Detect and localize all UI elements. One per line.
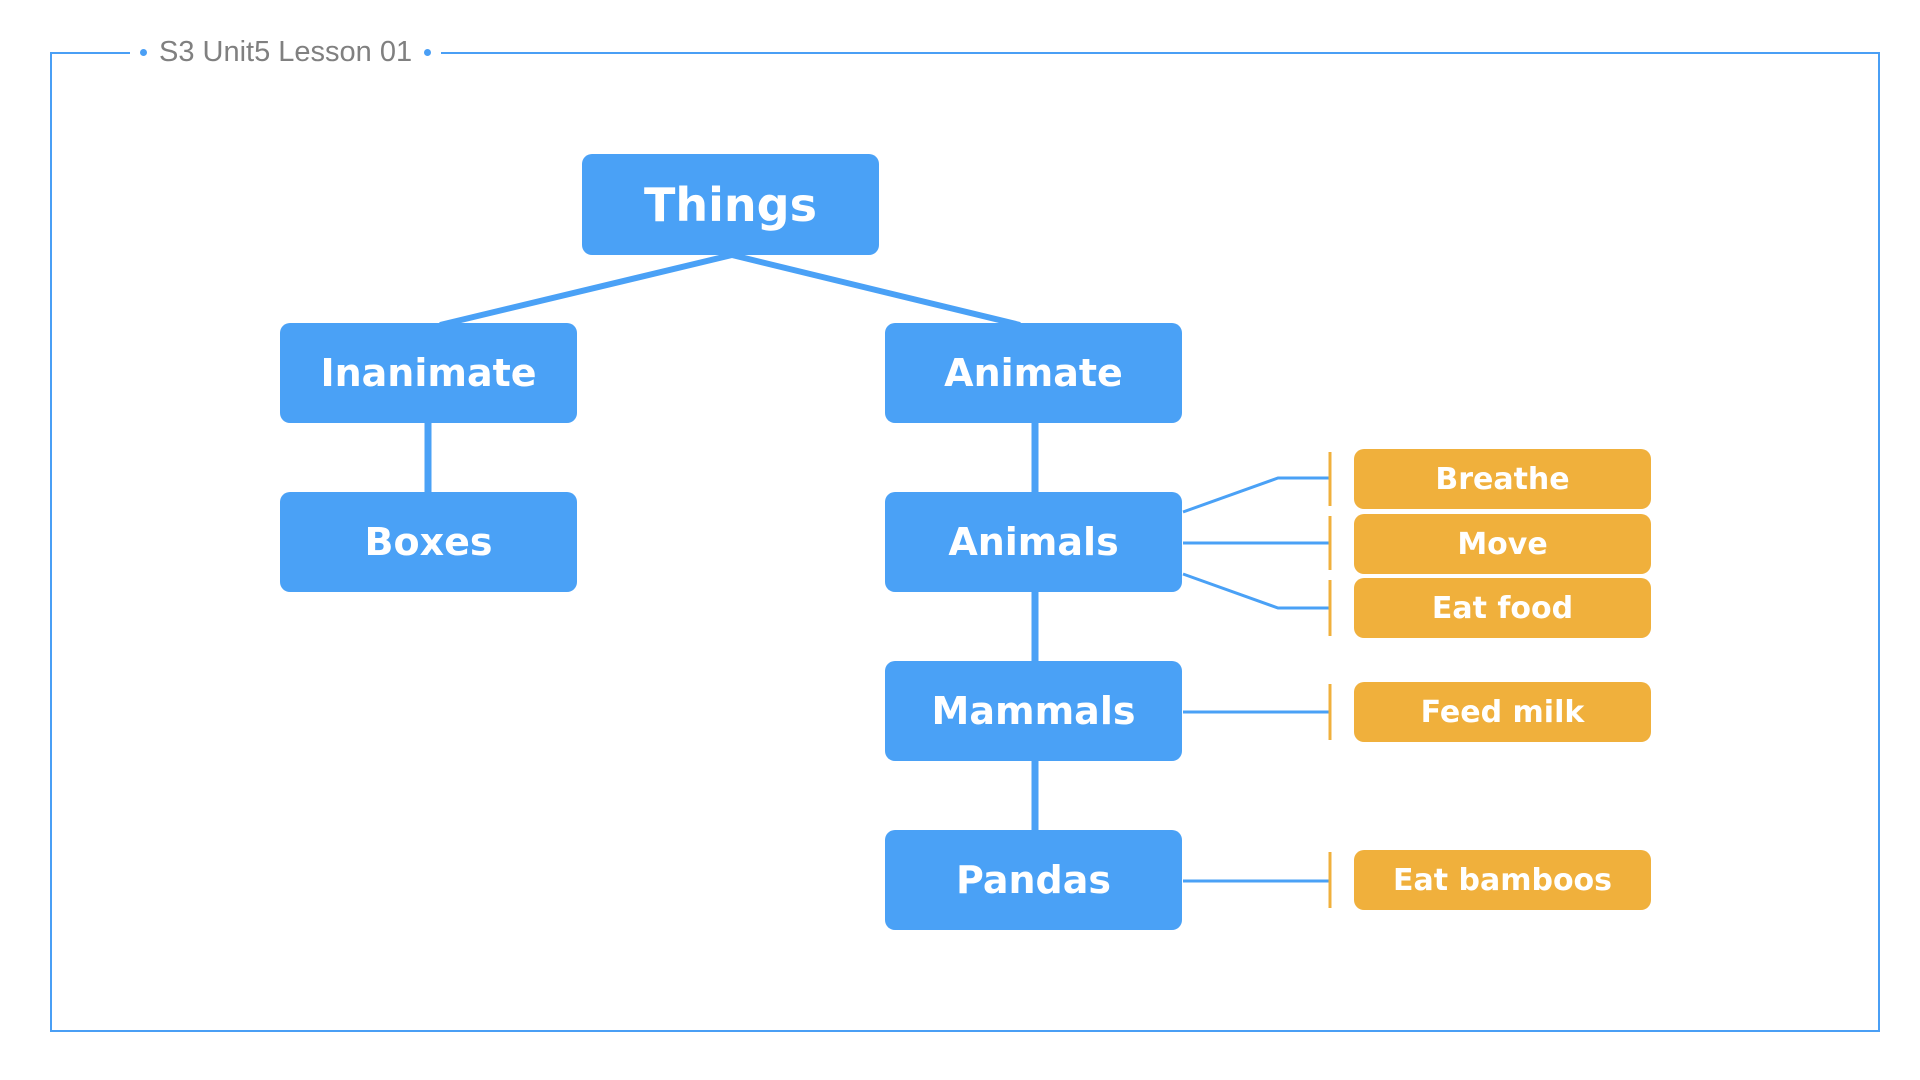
connector-things-animate bbox=[731, 252, 1021, 328]
trait-feed-milk: Feed milk bbox=[1354, 682, 1651, 742]
node-animals: Animals bbox=[885, 492, 1182, 592]
trait-move: Move bbox=[1354, 514, 1651, 574]
connector-things-inanimate bbox=[439, 252, 733, 328]
node-pandas: Pandas bbox=[885, 830, 1182, 930]
node-mammals: Mammals bbox=[885, 661, 1182, 761]
trait-eat-bamboos: Eat bamboos bbox=[1354, 850, 1651, 910]
node-boxes: Boxes bbox=[280, 492, 577, 592]
trait-breathe: Breathe bbox=[1354, 449, 1651, 509]
connector-animals-breathe bbox=[1182, 476, 1330, 514]
title-bar: S3 Unit5 Lesson 01 bbox=[130, 32, 442, 72]
node-inanimate: Inanimate bbox=[280, 323, 577, 423]
page-title: S3 Unit5 Lesson 01 bbox=[159, 35, 413, 68]
diagram-frame bbox=[50, 52, 1880, 1032]
trait-eat-food: Eat food bbox=[1354, 578, 1651, 638]
node-animate: Animate bbox=[885, 323, 1182, 423]
connector-animals-eat-food bbox=[1182, 572, 1330, 610]
node-things: Things bbox=[582, 154, 879, 255]
title-right-dot bbox=[424, 48, 432, 56]
title-left-dot bbox=[140, 48, 147, 56]
